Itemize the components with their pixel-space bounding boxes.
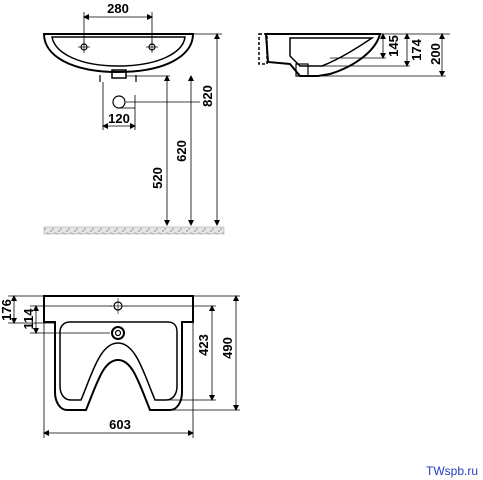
front-view: 176 114 423 490 603	[0, 295, 240, 438]
basin-outline-side	[264, 33, 382, 77]
dim-200: 200	[428, 43, 443, 65]
dim-620: 620	[174, 140, 189, 162]
basin-outline-top	[42, 33, 195, 74]
dim-520: 520	[150, 167, 165, 189]
dim-145: 145	[386, 35, 401, 57]
dim-423: 423	[196, 334, 211, 356]
dim-490: 490	[220, 337, 235, 359]
dim-820: 820	[200, 85, 215, 107]
drain-outlet	[111, 69, 127, 79]
basin-inner-top	[51, 36, 186, 67]
dim-120: 120	[108, 111, 130, 126]
watermark: TWspb.ru	[426, 464, 478, 478]
dim-176: 176	[0, 299, 14, 321]
side-view: 145 174 200	[258, 33, 450, 77]
drain-front	[111, 326, 125, 340]
dim-603: 603	[109, 417, 131, 432]
dim-280: 280	[107, 1, 129, 16]
floor-hatch	[43, 226, 225, 235]
drain-pipe	[112, 95, 126, 109]
basin-inner-side	[289, 37, 375, 67]
basin-inner-front	[59, 321, 178, 401]
top-view: 280 120 520 620 820	[42, 1, 225, 235]
dim-174: 174	[409, 38, 424, 60]
dim-114: 114	[21, 308, 36, 330]
basin-outline-front	[43, 295, 194, 411]
